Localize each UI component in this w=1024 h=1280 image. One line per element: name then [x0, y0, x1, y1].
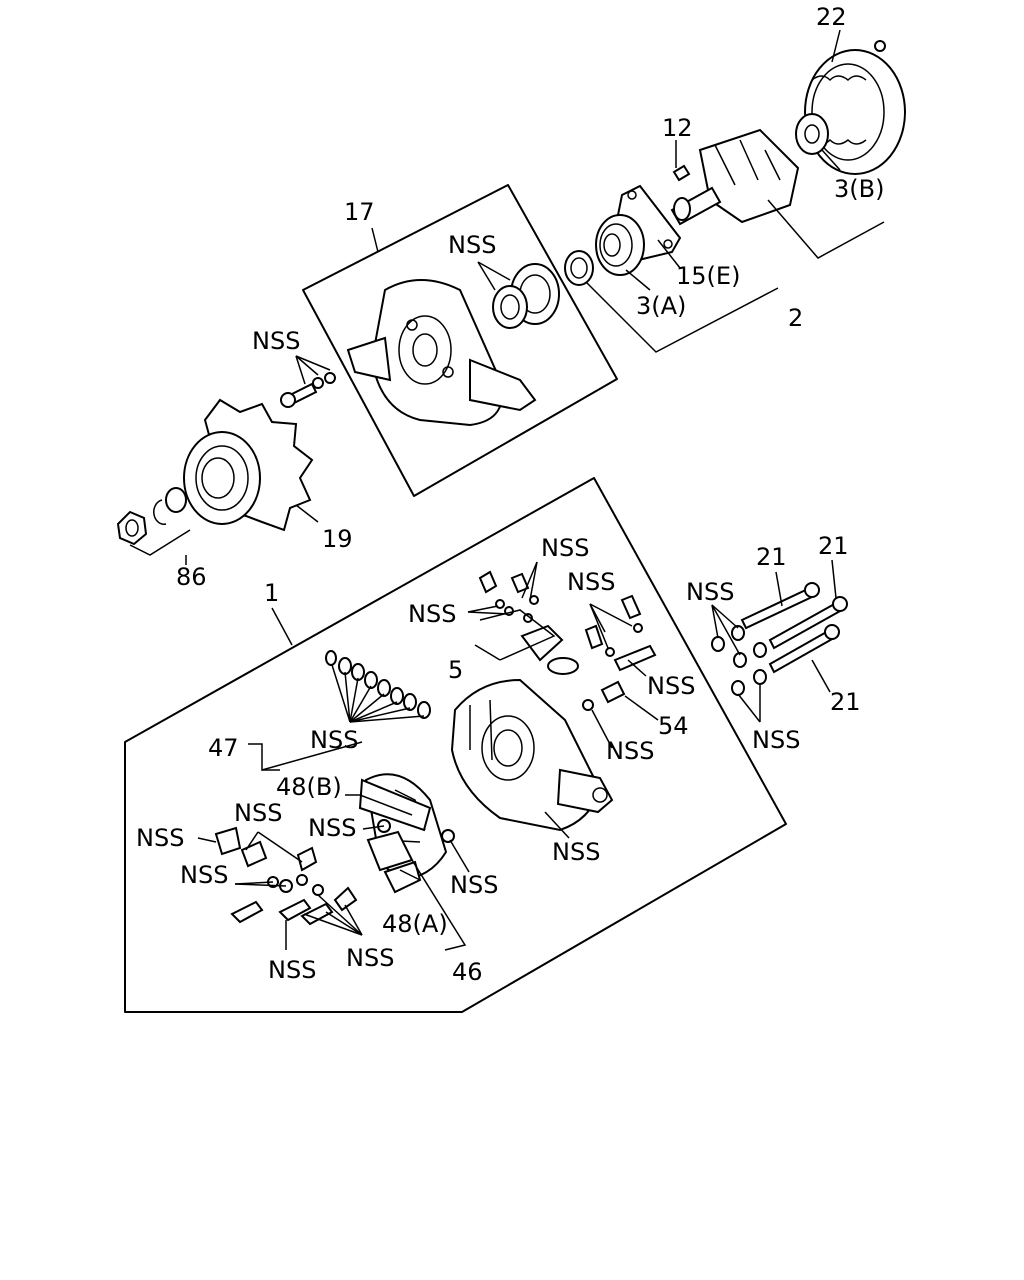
callout-46: 46 — [452, 958, 483, 986]
callout-nss-brush-mid: NSS — [180, 861, 228, 889]
callout-17: 17 — [344, 198, 375, 226]
stator-part — [795, 40, 906, 175]
bearing-3a-part — [595, 214, 645, 276]
callout-nss-housing-washers: NSS — [448, 231, 496, 259]
callout-48b: 48(B) — [276, 773, 342, 801]
callout-12: 12 — [662, 114, 693, 142]
callout-nss-terminal-left: NSS — [408, 600, 456, 628]
callout-nss-regulator: NSS — [308, 814, 356, 842]
seal-ring-part — [564, 250, 594, 286]
through-bolts-part — [711, 582, 848, 696]
callout-48a: 48(A) — [382, 910, 448, 938]
callout-nss-brush-bottom-right: NSS — [346, 944, 394, 972]
callout-nss-housing-screw: NSS — [252, 327, 300, 355]
housing-screw-part — [280, 372, 336, 408]
callout-nss-washer-set: NSS — [310, 726, 358, 754]
callout-nss-bolt-washers-bottom: NSS — [752, 726, 800, 754]
callout-19: 19 — [322, 525, 353, 553]
pulley-nut-part — [116, 487, 187, 546]
washer-set-part — [325, 650, 431, 719]
callout-21-right: 21 — [818, 532, 849, 560]
callout-86: 86 — [176, 563, 207, 591]
callout-2: 2 — [788, 304, 803, 332]
callout-nss-bolt-washers-top: NSS — [686, 578, 734, 606]
brush-holder-parts — [214, 826, 358, 926]
callout-22: 22 — [816, 3, 847, 31]
group-outline-17 — [302, 184, 618, 497]
screw-54-part — [582, 680, 626, 711]
terminal-bolts-part — [584, 594, 657, 672]
callout-nss-terminal-top: NSS — [541, 534, 589, 562]
callout-3a: 3(A) — [636, 292, 686, 320]
callout-nss-brush-top: NSS — [234, 799, 282, 827]
callout-nss-brush-bottom-left: NSS — [268, 956, 316, 984]
callout-nss-terminal-plate: NSS — [647, 672, 695, 700]
callout-nss-brush-left: NSS — [136, 824, 184, 852]
terminal-5-part — [478, 570, 579, 675]
housing-washers-part — [492, 263, 560, 329]
callout-nss-terminal-bolts: NSS — [567, 568, 615, 596]
rear-housing-part — [450, 678, 614, 832]
group-outline-1 — [124, 477, 787, 1013]
callout-15e: 15(E) — [676, 262, 740, 290]
pulley-part — [183, 431, 261, 525]
callout-54: 54 — [658, 712, 689, 740]
key-12-part — [672, 164, 691, 182]
callout-nss-screw-washer: NSS — [606, 737, 654, 765]
callout-5: 5 — [448, 656, 463, 684]
leader-lines — [129, 29, 885, 951]
callout-21-bottom: 21 — [830, 688, 861, 716]
callout-47: 47 — [208, 734, 239, 762]
callout-21-top: 21 — [756, 543, 787, 571]
front-housing-part — [346, 279, 537, 427]
callout-nss-rectifier-washer: NSS — [450, 871, 498, 899]
callout-1: 1 — [264, 579, 279, 607]
rotor-part — [670, 128, 800, 226]
callout-nss-rear-housing: NSS — [552, 838, 600, 866]
callout-3b: 3(B) — [834, 175, 884, 203]
